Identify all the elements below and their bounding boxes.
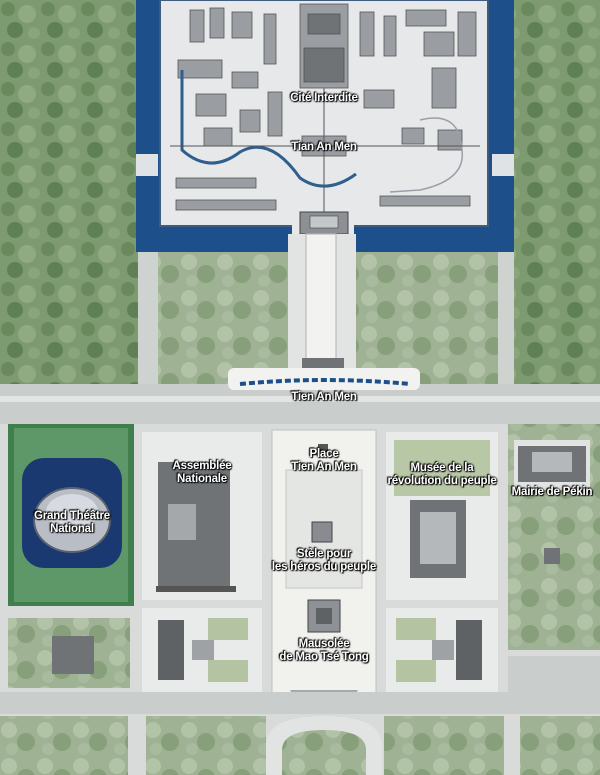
label-cite-interdite: Cité Interdite	[290, 92, 358, 104]
label-tian-an-men-gate: Tian An Men	[291, 141, 357, 153]
label-place-tien-an-men: Place Tien An Men	[291, 448, 357, 473]
label-assemblee-nationale: Assemblée Nationale	[172, 460, 232, 485]
flag-pole	[318, 444, 328, 452]
changan-avenue	[0, 384, 600, 424]
moat-gap-right	[492, 154, 514, 176]
label-mairie-de-pekin: Mairie de Pékin	[511, 486, 593, 498]
park-center-right	[356, 252, 498, 384]
label-stele-heros: Stèle pour les héros du peuple	[271, 548, 377, 573]
assemblee-south-building	[158, 620, 184, 680]
park-left	[0, 0, 138, 390]
south-road	[0, 692, 600, 714]
label-grand-theatre-national: Grand Théâtre National	[33, 510, 110, 535]
forbidden-city-buildings	[175, 3, 477, 211]
stele	[311, 521, 333, 543]
musee-south-building	[456, 620, 482, 680]
label-tien-an-men: Tien An Men	[291, 391, 357, 403]
moat-gap-left	[136, 154, 158, 176]
park-center-left	[158, 252, 288, 384]
label-musee-revolution: Musée de la révolution du peuple	[387, 462, 497, 487]
south-west-building	[52, 636, 94, 674]
canal	[180, 70, 357, 188]
label-mausolee-mao: Mausolée de Mao Tsé Tong	[279, 638, 369, 663]
canal-east	[389, 117, 464, 193]
park-right	[514, 0, 600, 390]
